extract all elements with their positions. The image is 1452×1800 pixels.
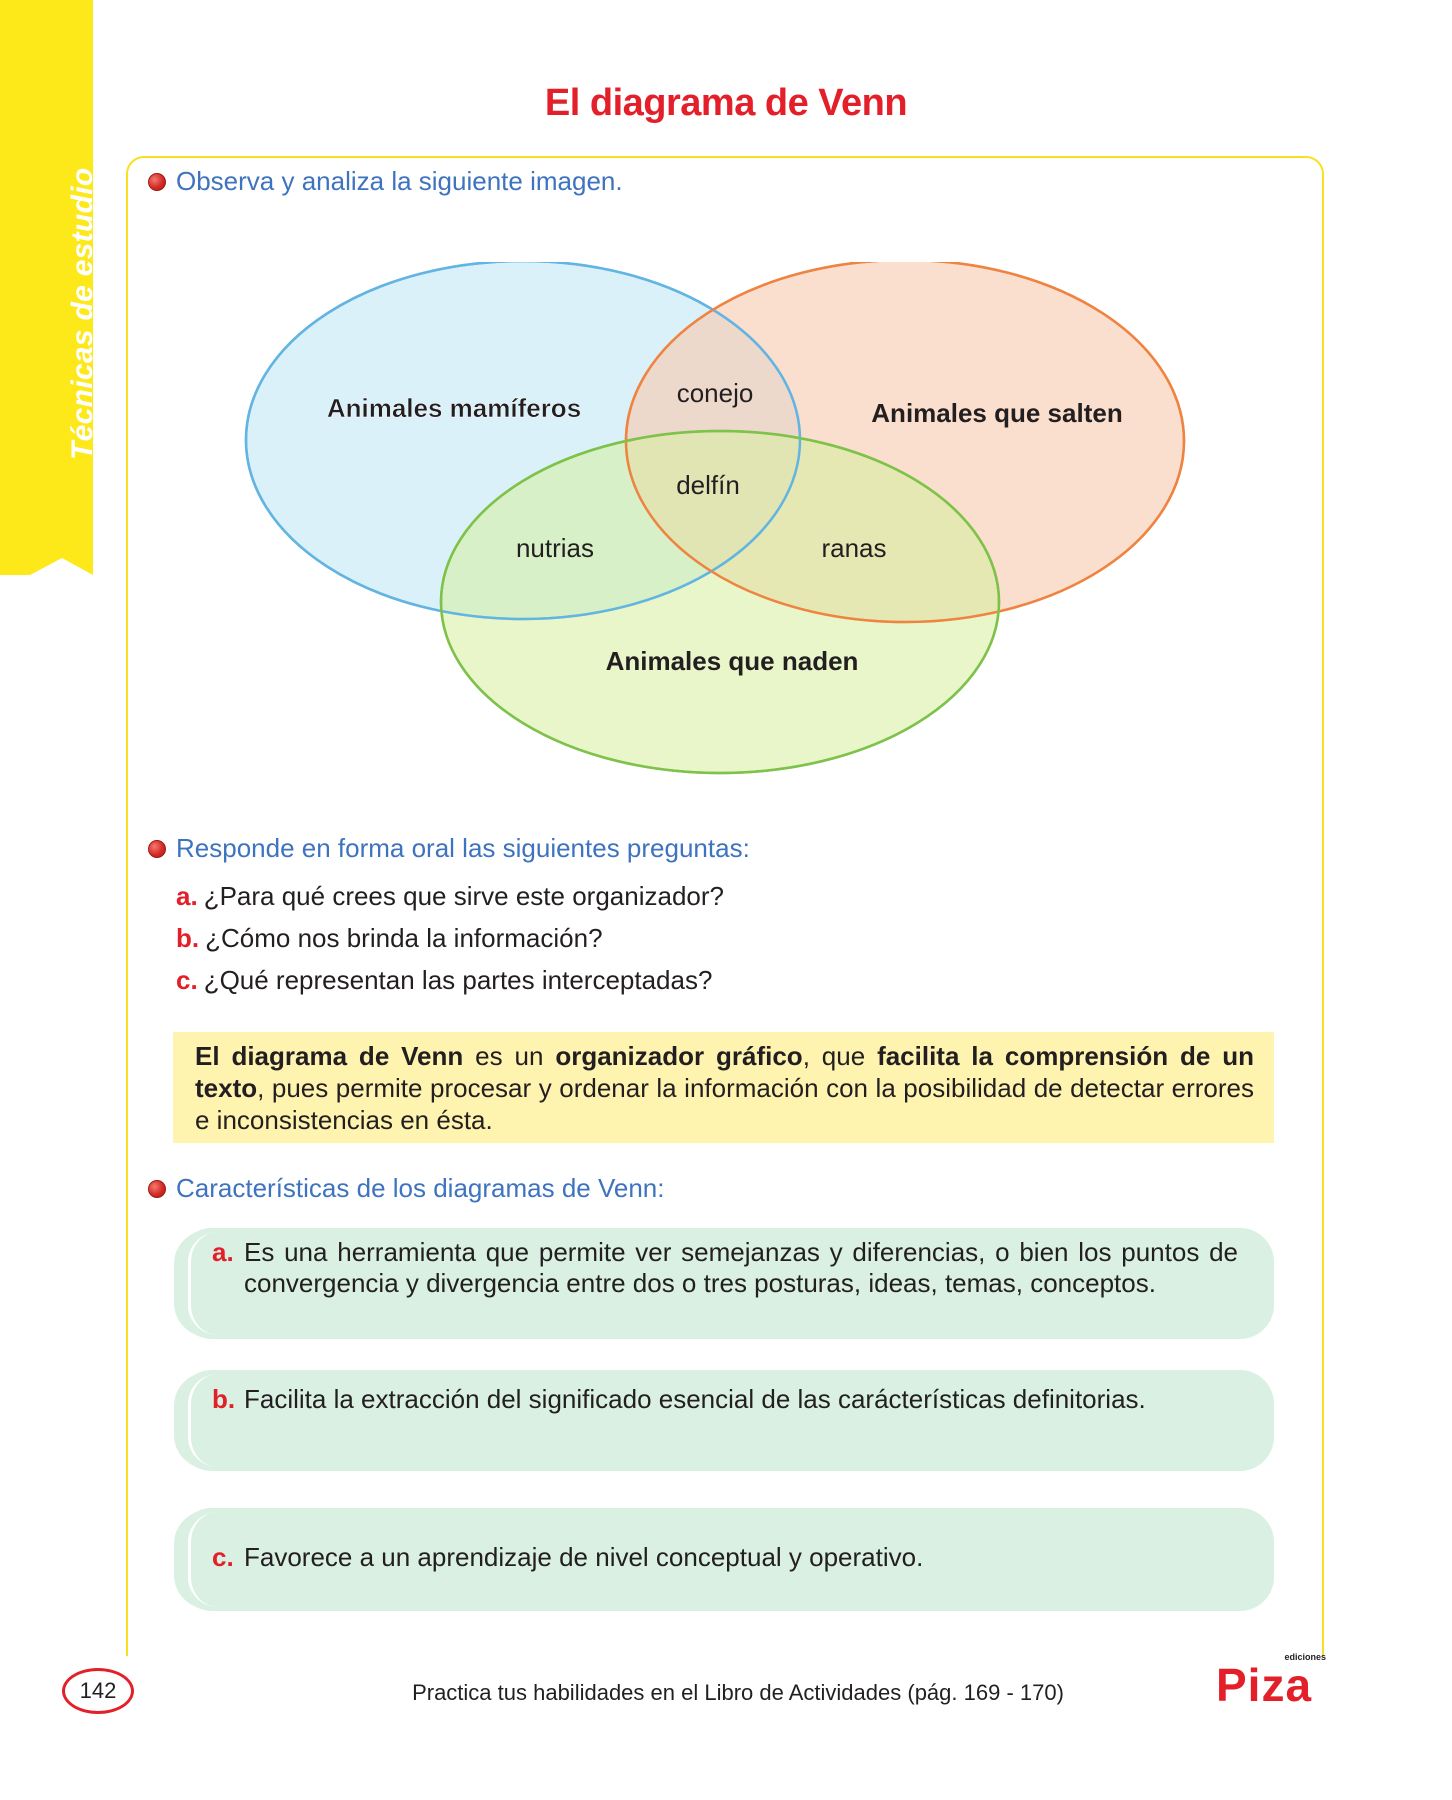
page-number: 142 — [62, 1668, 134, 1714]
label-otters: nutrias — [516, 533, 594, 563]
definition-text: es un — [463, 1041, 556, 1071]
card-letter: b. — [212, 1384, 236, 1414]
practice-note: Practica tus habilidades en el Libro de … — [412, 1680, 1064, 1705]
instruction-observe: Observa y analiza la siguiente imagen. — [176, 166, 623, 196]
characteristic-card-b: b. Facilita la extracción del significad… — [174, 1370, 1274, 1471]
definition-text: , pues permite procesar y ordenar la inf… — [195, 1073, 1254, 1135]
bullet-icon — [148, 840, 166, 858]
definition-term: El diagrama de Venn — [195, 1041, 464, 1071]
question-text: ¿Para qué crees que sirve este organizad… — [203, 881, 724, 911]
label-jump: Animales que salten — [871, 398, 1122, 428]
question-a: a.¿Para qué crees que sirve este organiz… — [176, 881, 724, 912]
characteristic-card-a: a. Es una herramienta que permite ver se… — [174, 1228, 1274, 1339]
question-text: ¿Cómo nos brinda la información? — [205, 923, 603, 953]
definition-purpose: facilita la comprensión de un texto — [195, 1041, 1254, 1103]
question-letter: c. — [176, 965, 198, 995]
question-b: b.¿Cómo nos brinda la información? — [176, 923, 603, 954]
bullet-icon — [148, 1180, 166, 1198]
definition-category: organizador gráfico — [555, 1041, 803, 1071]
characteristic-card-c: c. Favorece a un aprendizaje de nivel co… — [174, 1508, 1274, 1611]
instruction-respond: Responde en forma oral las siguientes pr… — [176, 833, 750, 863]
question-letter: a. — [176, 881, 198, 911]
question-c: c.¿Qué representan las partes intercepta… — [176, 965, 712, 996]
instruction-characteristics: Características de los diagramas de Venn… — [176, 1173, 665, 1203]
logo-small-text: ediciones — [1284, 1652, 1326, 1662]
definition-text: , que — [802, 1041, 878, 1071]
logo-text: Piza — [1216, 1659, 1313, 1711]
card-text: Facilita la extracción del significado e… — [244, 1384, 1146, 1414]
card-letter: a. — [212, 1237, 234, 1267]
venn-diagram: Animales mamíferos Animales que salten A… — [244, 262, 1186, 775]
question-letter: b. — [176, 923, 200, 953]
label-dolphin: delfín — [676, 470, 740, 500]
card-text: Es una herramienta que permite ver semej… — [244, 1237, 1238, 1298]
card-text: Favorece a un aprendizaje de nivel conce… — [244, 1542, 924, 1572]
label-rabbit: conejo — [677, 378, 754, 408]
page-title: El diagrama de Venn — [544, 82, 908, 124]
content-frame — [126, 156, 1324, 1656]
label-mammals: Animales mamíferos — [327, 393, 581, 423]
section-label: Técnicas de estudio — [66, 167, 99, 460]
label-frogs: ranas — [821, 533, 886, 563]
ribbon-shape — [0, 0, 93, 575]
question-text: ¿Qué representan las partes interceptada… — [203, 965, 713, 995]
bullet-icon — [148, 173, 166, 191]
publisher-logo: ediciones Piza — [1216, 1652, 1326, 1712]
card-letter: c. — [212, 1542, 234, 1572]
side-ribbon: Técnicas de estudio — [0, 0, 99, 1800]
definition-box: El diagrama de Venn es un organizador gr… — [173, 1032, 1274, 1143]
label-swim: Animales que naden — [606, 646, 859, 676]
